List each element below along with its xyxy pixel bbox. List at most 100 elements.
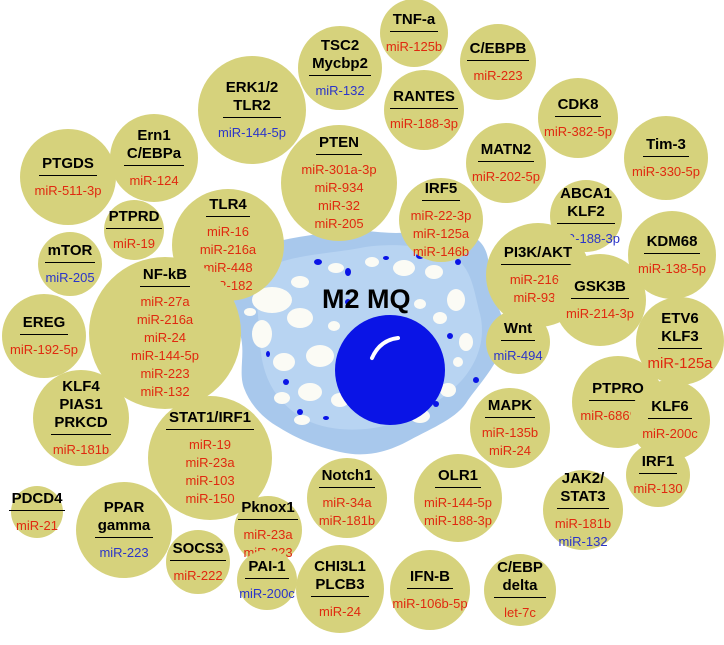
mirna-label: miR-125a <box>412 225 470 241</box>
target-name: SOCS3 <box>172 539 224 557</box>
mirna-label: miR-132 <box>315 82 365 98</box>
target-name: Ern1 <box>137 126 171 144</box>
mirna-label: miR-103 <box>185 472 235 488</box>
target-label-group: NF-kB <box>139 266 191 287</box>
mirna-label: miR-223 <box>473 67 523 83</box>
target-name: EREG <box>22 313 66 331</box>
mirna-label: miR-23a <box>185 454 235 470</box>
mirna-label: miR-494 <box>493 347 543 363</box>
mirna-label: miR-125a <box>647 354 713 372</box>
mirna-label: miR-24 <box>489 442 531 458</box>
mirna-label: miR-106b-5p <box>392 595 468 611</box>
mirna-label: miR-222 <box>173 567 223 583</box>
bubble-ptgds: PTGDS miR-511-3p <box>20 129 116 225</box>
mirna-label: miR-188-3p <box>390 115 458 131</box>
mirna-label: miR-223 <box>140 365 190 381</box>
mirna-label: miR-181b <box>554 515 612 531</box>
target-name: IRF5 <box>424 179 458 197</box>
target-label-group: STAT1/IRF1 <box>166 409 254 430</box>
bubble-wnt: Wnt miR-494 <box>486 310 550 374</box>
target-label-group: GSK3B <box>571 278 629 299</box>
target-label-group: KLF6 <box>648 398 692 419</box>
bubble-socs3: SOCS3 miR-222 <box>166 530 230 594</box>
target-label-group: Notch1 <box>318 467 376 488</box>
target-name: CHI3L1 <box>314 557 366 575</box>
target-label-group: IFN-B <box>407 568 453 589</box>
target-name: PIAS1 <box>59 395 103 413</box>
target-name: PRKCD <box>54 413 108 431</box>
mirna-label: miR-192-5p <box>10 341 78 357</box>
target-label-group: Wnt <box>500 320 536 341</box>
bubble-cebpb: C/EBPB miR-223 <box>460 24 536 100</box>
mirna-label: miR-124 <box>129 172 179 188</box>
target-label-group: PI3K/AKT <box>500 244 576 265</box>
target-label-group: OLR1 <box>434 467 481 488</box>
target-label-group: MATN2 <box>477 141 535 162</box>
mirna-label: miR-382-5p <box>544 123 612 139</box>
mirna-label: miR-19 <box>113 235 155 251</box>
target-label-group: C/EBPB <box>466 40 530 61</box>
target-label-group: Tim-3 <box>643 136 689 157</box>
mirna-label: miR-23a <box>243 526 293 542</box>
target-name: Mycbp2 <box>312 54 368 72</box>
target-name: PAI-1 <box>248 557 286 575</box>
target-name: ERK1/2 <box>225 78 279 96</box>
target-label-group: Pknox1 <box>238 499 298 520</box>
mirna-label: miR-19 <box>189 436 231 452</box>
target-name: KLF3 <box>661 327 699 345</box>
mirna-label: miR-934 <box>513 289 563 305</box>
mirna-label: miR-330-5p <box>632 163 700 179</box>
bubble-cdk8: CDK8 miR-382-5p <box>538 78 618 158</box>
mirna-label: miR-202-5p <box>472 168 540 184</box>
target-label-group: TNF-a <box>389 11 439 32</box>
target-name: PTEN <box>318 133 359 151</box>
target-label-group: PTEN <box>315 133 362 155</box>
mirna-label: miR-188-3p <box>424 512 492 528</box>
mirna-label: miR-181b <box>318 512 376 528</box>
bubble-tim3: Tim-3 miR-330-5p <box>624 116 708 200</box>
target-name: C/EBP <box>497 558 543 576</box>
mirna-label: miR-34a <box>322 494 372 510</box>
target-label-group: mTOR <box>44 242 96 263</box>
target-name: delta <box>502 576 538 594</box>
mirna-label: miR-144-5p <box>131 347 199 363</box>
target-name: PTPRD <box>108 207 160 225</box>
target-label-group: PTPRO <box>589 380 647 401</box>
target-label-group: SOCS3 <box>169 539 227 561</box>
bubble-irf1: IRF1 miR-130 <box>626 443 690 507</box>
mirna-label: miR-511-3p <box>34 182 102 198</box>
mirna-label: miR-130 <box>633 480 683 496</box>
target-name: PPAR <box>103 498 145 516</box>
mirna-label: miR-205 <box>314 215 364 231</box>
target-label-group: PAI-1 <box>245 557 289 579</box>
target-label-group: JAK2/STAT3 <box>557 470 609 509</box>
target-name: PLCB3 <box>315 575 365 593</box>
target-name: STAT3 <box>560 487 606 505</box>
mirna-label: miR-135b <box>481 424 539 440</box>
mirna-label: miR-32 <box>318 197 360 213</box>
bubble-matn2: MATN2 miR-202-5p <box>466 123 546 203</box>
mirna-label: miR-216a <box>509 271 567 287</box>
target-label-group: IRF1 <box>638 453 678 474</box>
target-label-group: PTGDS <box>39 155 97 176</box>
mirna-label: miR-125b <box>385 38 443 54</box>
mirna-label: miR-24 <box>319 603 361 619</box>
target-name: CDK8 <box>557 95 599 113</box>
target-name: TLR2 <box>233 96 271 114</box>
